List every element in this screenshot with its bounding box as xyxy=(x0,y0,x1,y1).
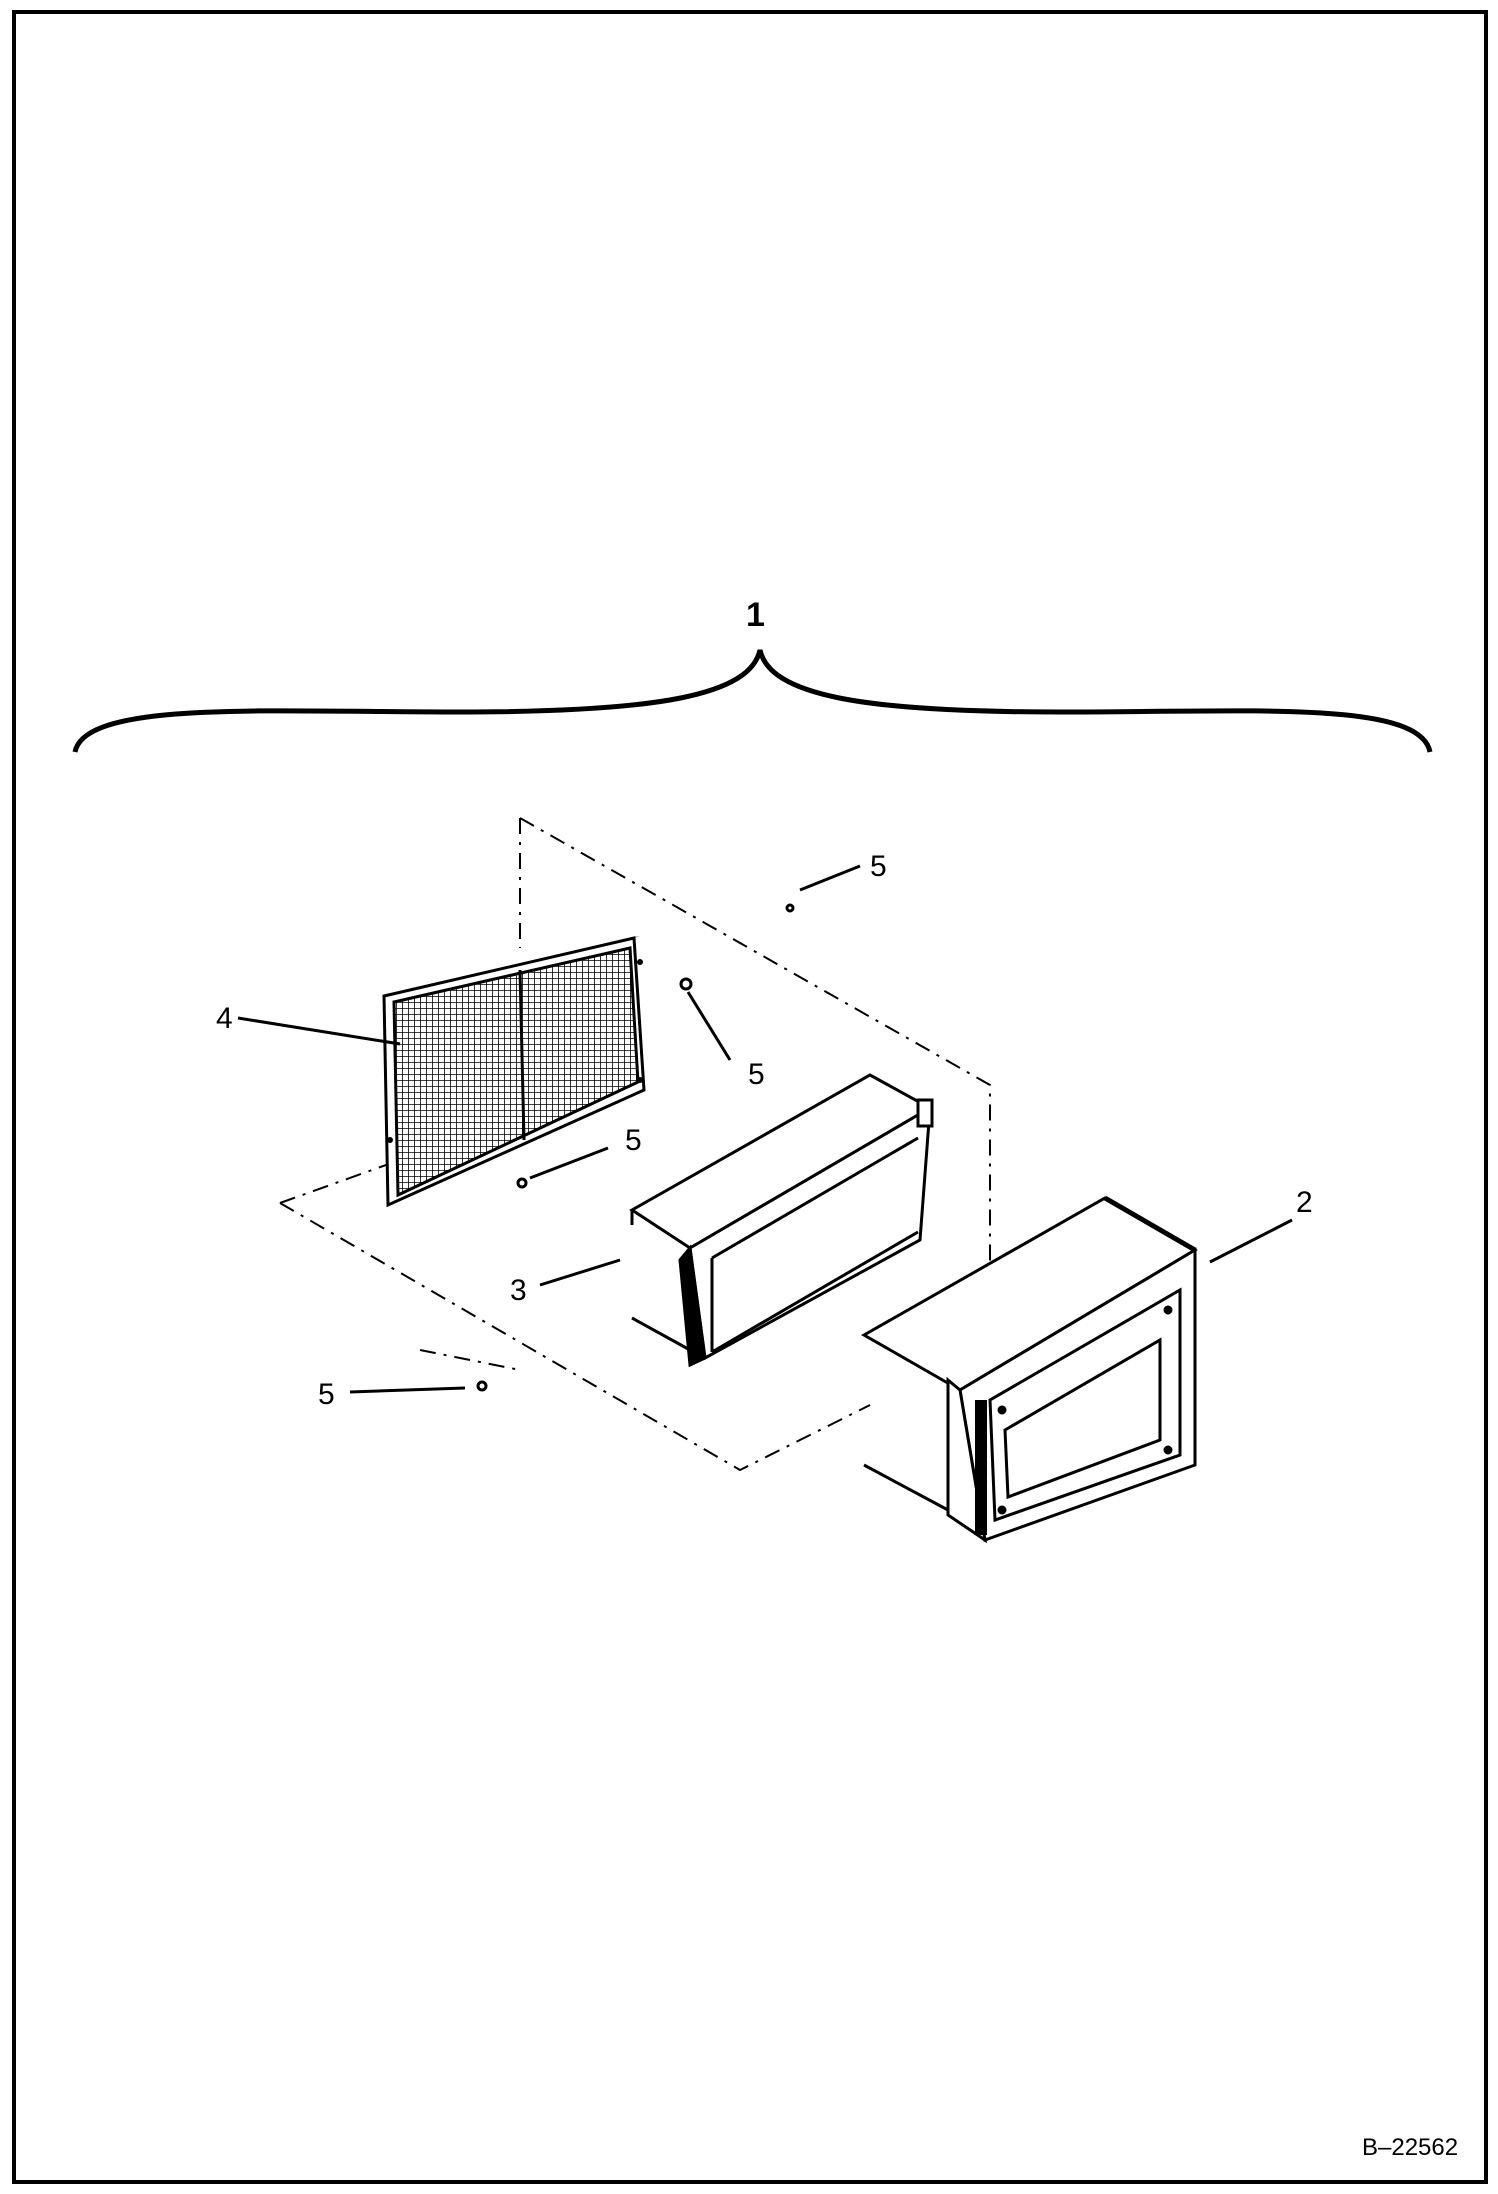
callout-1: 1 xyxy=(746,596,765,634)
fasteners xyxy=(476,903,795,1392)
fastener-icon xyxy=(679,977,693,991)
leader-lines xyxy=(237,864,1293,1394)
fastener-icon xyxy=(785,903,795,913)
inner-duct xyxy=(629,1073,934,1368)
page-border xyxy=(12,10,1488,2184)
callout-5-upper: 5 xyxy=(748,1058,765,1091)
callout-4: 4 xyxy=(216,1002,233,1035)
outer-housing xyxy=(860,1195,1198,1544)
callout-3: 3 xyxy=(510,1274,527,1307)
drawing-id: B–22562 xyxy=(1362,2134,1458,2161)
screen-grille xyxy=(382,936,646,1208)
assembly-brace xyxy=(72,649,1433,753)
callout-5-top: 5 xyxy=(870,850,887,883)
callout-2: 2 xyxy=(1296,1186,1313,1219)
assembly-guide-lines xyxy=(279,817,991,1472)
fastener-icon xyxy=(476,1380,488,1392)
callout-5-lower: 5 xyxy=(318,1378,335,1411)
fastener-icon xyxy=(516,1177,528,1189)
callout-5-mid: 5 xyxy=(625,1124,642,1157)
